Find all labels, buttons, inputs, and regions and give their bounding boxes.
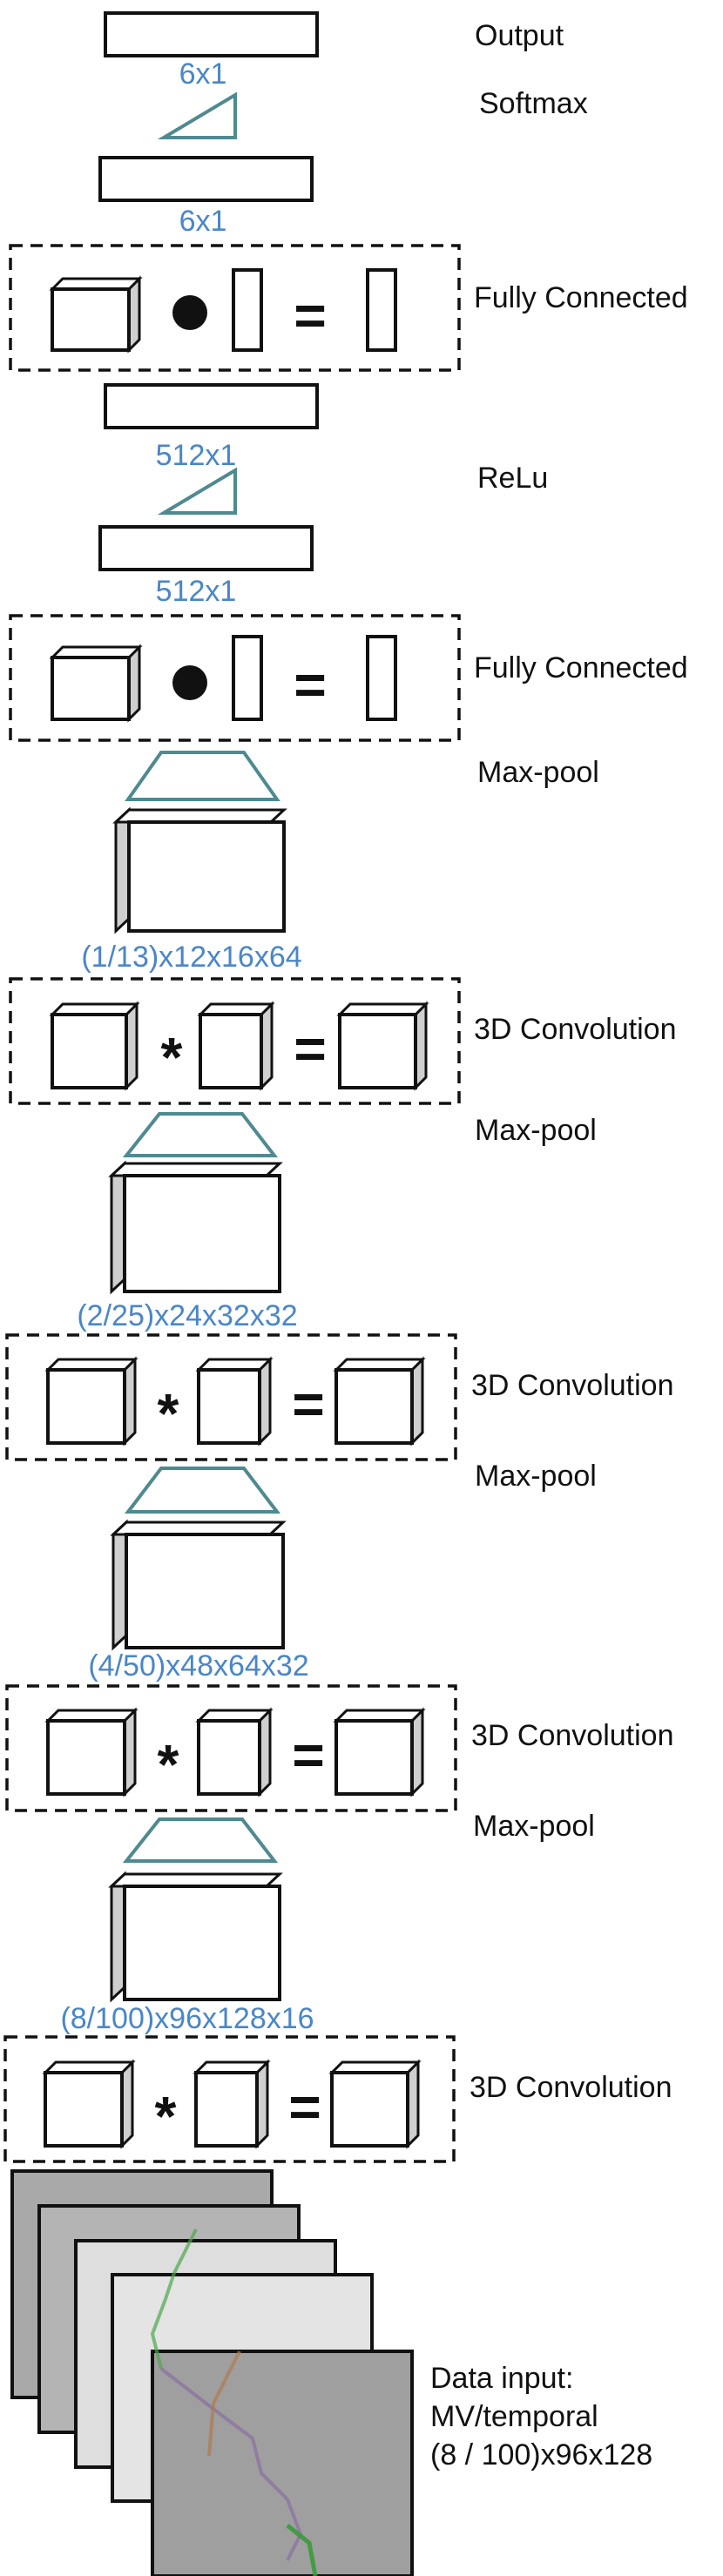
feature-volume-top: [108, 1872, 283, 1888]
relu-label: ReLu: [477, 462, 548, 495]
dim-output: 6x1: [179, 57, 227, 91]
dot-product-icon: [172, 295, 207, 330]
feature-volume-side: [110, 1160, 126, 1295]
dim-conv1: (8/100)x96x128x16: [60, 2002, 314, 2035]
result-vector: [366, 635, 397, 721]
kernel-cube: [199, 1013, 263, 1089]
equals-icon: =: [294, 1017, 326, 1080]
dashed-group: [9, 244, 461, 372]
maxpool-trapezoid: [125, 751, 280, 801]
input-label-line2: MV/temporal: [430, 2400, 598, 2433]
conv-block-4: * = 3D Convolution: [9, 977, 676, 1105]
dim-conv4: (1/13)x12x16x64: [81, 941, 301, 974]
output-vector: [104, 11, 319, 57]
data-input-frames: [10, 2169, 414, 2576]
dim-conv3: (2/25)x24x32x32: [77, 1299, 297, 1332]
conv-label-2: 3D Convolution: [471, 1719, 673, 1752]
weight-vector: [232, 268, 263, 352]
dashed-group: [9, 977, 461, 1105]
input-label-line3: (8 / 100)x96x128: [430, 2438, 652, 2471]
fc-label-1: Fully Connected: [474, 651, 688, 684]
output-cube: [334, 1368, 414, 1445]
dashed-group: [5, 1684, 457, 1812]
fc2-output-vector: [98, 156, 314, 202]
convolve-icon: *: [158, 1733, 179, 1796]
input-label-line1: Data input:: [430, 2362, 573, 2395]
fc-label-2: Fully Connected: [474, 281, 688, 314]
feature-volume-top: [110, 1521, 287, 1536]
equals-icon: =: [294, 653, 326, 716]
relu-triangle: [157, 467, 237, 515]
feature-volume-top: [108, 1162, 283, 1177]
maxpool-label-4: Max-pool: [477, 756, 599, 789]
feature-volume-4: [127, 820, 286, 933]
output-cube: [330, 2071, 409, 2148]
input-cube: [46, 1368, 126, 1445]
output-cube: [338, 1013, 417, 1089]
fully-connected-block-2: = Fully Connected: [9, 244, 688, 372]
input-frame-5: [151, 2350, 414, 2576]
dashed-group: [3, 2035, 456, 2163]
feature-volume-top: [112, 808, 287, 824]
output-label: Output: [475, 19, 564, 52]
maxpool-trapezoid: [122, 1817, 279, 1863]
input-cube: [44, 2071, 124, 2148]
dashed-group: [5, 1333, 457, 1461]
feature-volume-side: [110, 1871, 126, 2003]
fc1-output-vector: [98, 525, 314, 571]
maxpool-label-1: Max-pool: [473, 1810, 595, 1843]
kernel-cube: [197, 1719, 261, 1796]
convolve-icon: *: [155, 2085, 177, 2148]
equals-icon: =: [292, 1372, 324, 1435]
dot-product-icon: [172, 665, 207, 700]
convolve-icon: *: [161, 1026, 183, 1089]
dim-fc2: 6x1: [179, 205, 227, 238]
motion-trace: [286, 2524, 318, 2576]
maxpool-label-2: Max-pool: [475, 1460, 597, 1493]
input-cube: [51, 656, 131, 721]
weight-vector: [232, 635, 263, 721]
feature-volume-2: [125, 1533, 285, 1649]
motion-trace: [207, 2350, 241, 2457]
input-cube: [51, 287, 131, 352]
equals-icon: =: [294, 284, 326, 347]
maxpool-label-3: Max-pool: [475, 1114, 597, 1147]
dim-relu-out: 512x1: [156, 439, 237, 472]
softmax-triangle: [157, 91, 237, 139]
output-cube: [334, 1719, 414, 1796]
kernel-cube: [197, 1368, 261, 1445]
input-cube: [46, 1719, 126, 1796]
feature-volume-1: [123, 1885, 281, 2001]
maxpool-trapezoid: [122, 1112, 279, 1157]
conv-label-1: 3D Convolution: [470, 2071, 672, 2104]
input-cube: [51, 1013, 128, 1089]
dim-conv2: (4/50)x48x64x32: [88, 1649, 308, 1682]
maxpool-trapezoid: [124, 1467, 281, 1514]
motion-trace: [150, 2229, 198, 2370]
conv-block-3: * = 3D Convolution: [5, 1333, 673, 1461]
dim-fc1: 512x1: [156, 575, 237, 608]
equals-icon: =: [292, 1723, 324, 1786]
softmax-label: Softmax: [479, 87, 588, 120]
conv-block-2: * = 3D Convolution: [5, 1684, 673, 1812]
convolve-icon: *: [158, 1382, 179, 1445]
kernel-cube: [194, 2071, 259, 2148]
equals-icon: =: [288, 2075, 321, 2138]
relu-output-vector: [104, 383, 319, 429]
feature-volume-side: [111, 1519, 128, 1651]
fully-connected-block-1: = Fully Connected: [9, 614, 688, 742]
dashed-group: [9, 614, 461, 742]
feature-volume-side: [114, 806, 131, 934]
conv-block-1: * = 3D Convolution: [3, 2035, 672, 2163]
feature-volume-3: [123, 1174, 281, 1293]
result-vector: [366, 268, 397, 352]
conv-label-4: 3D Convolution: [474, 1013, 676, 1046]
conv-label-3: 3D Convolution: [471, 1369, 673, 1402]
